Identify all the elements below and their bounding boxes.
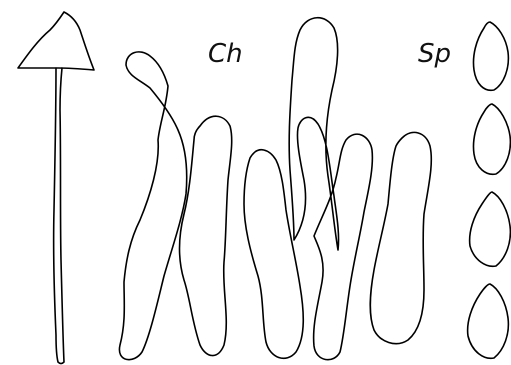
cheilocystidium-2 bbox=[180, 116, 232, 355]
basidiocarp bbox=[18, 12, 94, 364]
cheilocystidia-group bbox=[119, 18, 431, 360]
cheilocystidia-label: Ch bbox=[208, 39, 243, 69]
cheilocystidium-3 bbox=[244, 150, 303, 359]
spore-2 bbox=[473, 104, 510, 174]
spores-group bbox=[468, 22, 511, 358]
mushroom-cap bbox=[18, 12, 94, 70]
spore-4 bbox=[468, 284, 509, 358]
spore-3 bbox=[470, 192, 511, 266]
cheilocystidium-6 bbox=[370, 132, 431, 343]
cheilocystidium-4 bbox=[289, 18, 338, 250]
cheilocystidium-5 bbox=[314, 134, 373, 360]
spore-1 bbox=[473, 22, 508, 90]
cheilocystidium-1 bbox=[119, 52, 186, 360]
spores-label: Sp bbox=[418, 39, 451, 69]
mushroom-stipe bbox=[54, 68, 64, 364]
